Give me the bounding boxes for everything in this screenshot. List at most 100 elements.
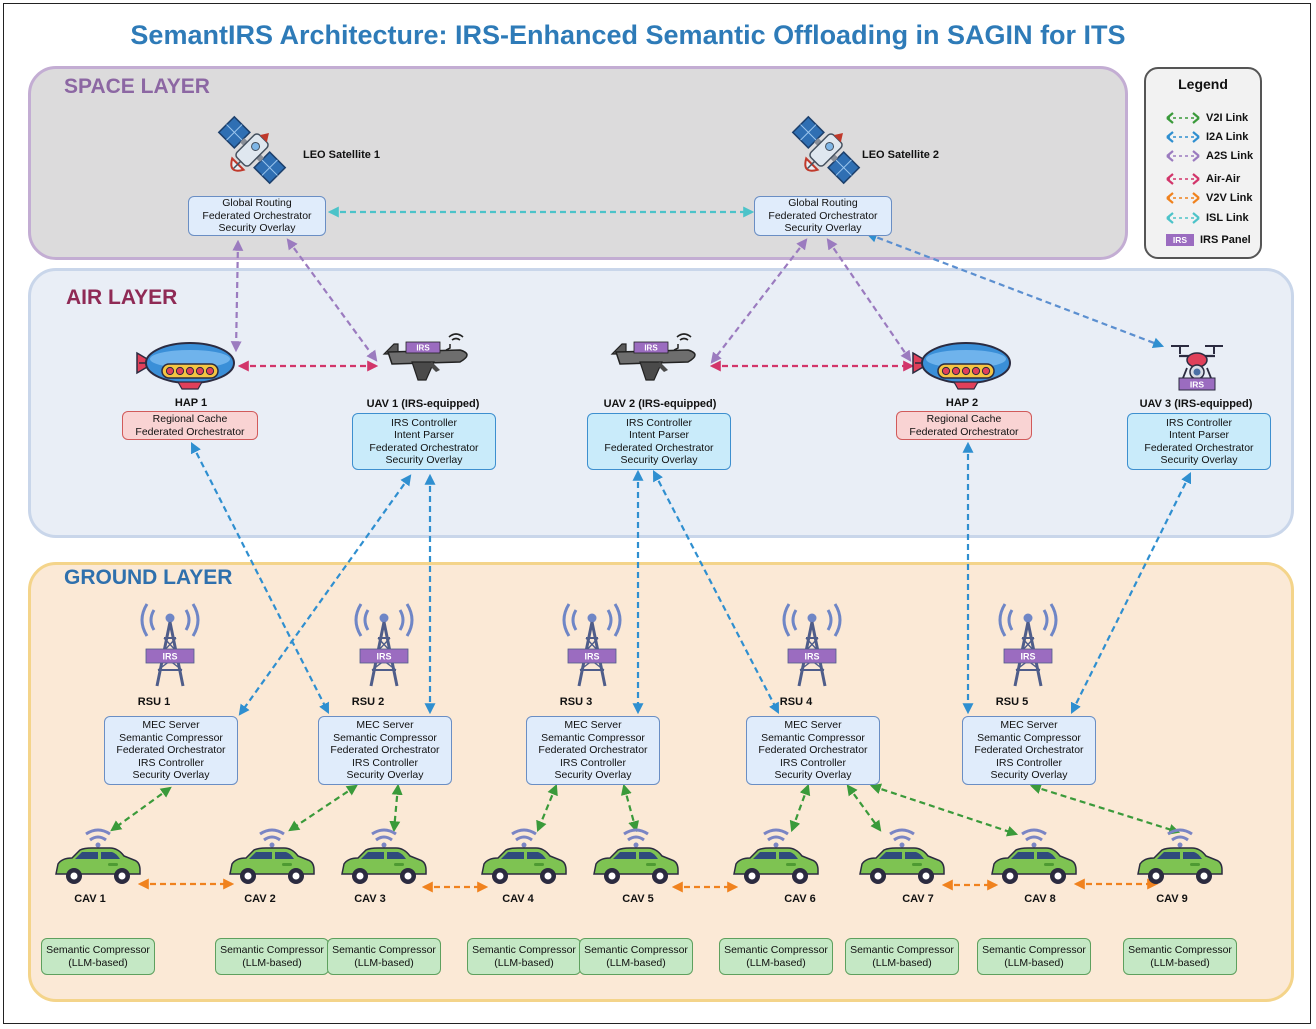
legend-arrow-icon (1166, 173, 1200, 185)
rsu-function-box-line: MEC Server (564, 719, 622, 732)
rsu-function-box-line: Security Overlay (132, 769, 210, 782)
rsu-label: RSU 5 (995, 696, 1029, 708)
cav-function-box-line: Semantic Compressor (220, 944, 324, 956)
connected-car-icon (55, 828, 141, 884)
cav-function-box-line: Semantic Compressor (46, 944, 150, 956)
cav-function-box-line: Semantic Compressor (332, 944, 436, 956)
legend-item-label: A2S Link (1206, 150, 1254, 162)
legend-item: Air-Air (1166, 172, 1240, 186)
uav-function-box-line: Intent Parser (628, 429, 690, 441)
connected-car-icon (733, 828, 819, 884)
rsu-function-box-line: MEC Server (142, 719, 200, 732)
hap-function-box-line: Regional Cache (152, 413, 228, 425)
hap-function-box-line: Federated Orchestrator (135, 425, 245, 438)
cav-label: CAV 7 (902, 893, 934, 905)
hap-label: HAP 1 (174, 397, 208, 409)
v2i-link (789, 783, 811, 833)
v2i-link (110, 786, 172, 832)
rsu-function-box-line: Federated Orchestrator (116, 744, 226, 757)
legend-arrow-icon (1166, 150, 1200, 162)
cav-label: CAV 2 (244, 893, 276, 905)
legend-title: Legend (1178, 76, 1228, 92)
svg-text:IRS: IRS (804, 652, 819, 662)
ground-layer-title: GROUND LAYER (64, 566, 233, 589)
legend-item-label: V2I Link (1206, 112, 1249, 124)
i2a-link (191, 442, 329, 714)
rsu-function-box-line: Semantic Compressor (977, 731, 1081, 744)
connected-car-icon (859, 828, 945, 884)
connected-car-icon (341, 828, 427, 884)
uav-function-box-line: Security Overlay (1160, 454, 1238, 466)
connected-car-icon (229, 828, 315, 884)
irs-panel-icon: IRS (1166, 234, 1194, 246)
rsu-label: RSU 3 (559, 696, 593, 708)
i2a-link (1070, 472, 1192, 714)
diagram-title: SemantIRS Architecture: IRS-Enhanced Sem… (130, 20, 1126, 50)
legend-item-irs: IRS IRS Panel (1166, 233, 1251, 247)
a2s-link (865, 231, 1165, 349)
rsu-function-box-line: MEC Server (1000, 719, 1058, 732)
i2a-link (652, 470, 780, 714)
rsu-function-box-line: Security Overlay (990, 769, 1068, 782)
cav-function-box-line: (LLM-based) (1004, 956, 1064, 969)
hap-label: HAP 2 (945, 397, 979, 409)
cav-function-box: Semantic Compressor(LLM-based) (41, 938, 155, 975)
uav-function-box-line: Intent Parser (1168, 429, 1230, 441)
cav-function-box: Semantic Compressor(LLM-based) (579, 938, 693, 975)
legend-arrow-icon (1166, 212, 1200, 224)
v2i-link (846, 784, 882, 832)
cav-function-box-line: Semantic Compressor (982, 944, 1086, 956)
legend-item: V2V Link (1166, 191, 1252, 205)
legend-arrow-icon (1166, 192, 1200, 204)
uav-function-box-line: IRS Controller (391, 416, 457, 429)
connected-car-icon (593, 828, 679, 884)
legend-item: I2A Link (1166, 130, 1248, 144)
connected-car-icon (991, 828, 1077, 884)
drone-plane-icon: IRS (610, 333, 696, 381)
uav-function-box-line: IRS Controller (1166, 416, 1232, 429)
v2i-link (389, 783, 403, 833)
satellite-function-box-line: Security Overlay (784, 222, 862, 235)
legend-item: V2I Link (1166, 111, 1248, 125)
rsu-function-box-line: MEC Server (784, 719, 842, 732)
satellite-function-box-line: Federated Orchestrator (768, 209, 878, 222)
cav-function-box-line: (LLM-based) (606, 956, 666, 969)
svg-text:IRS: IRS (1190, 380, 1205, 390)
uav-label: UAV 3 (IRS-equipped) (1139, 398, 1253, 410)
rsu-function-box-line: Semantic Compressor (119, 731, 223, 744)
legend-item-label: Air-Air (1206, 173, 1241, 185)
a2s-link (230, 239, 244, 353)
a2s-link (826, 238, 912, 362)
rsu-function-box-line: Security Overlay (774, 769, 852, 782)
cav-function-box-line: (LLM-based) (1150, 956, 1210, 969)
rsu-function-box-line: Semantic Compressor (761, 731, 865, 744)
rsu-function-box-line: IRS Controller (560, 756, 626, 769)
cav-function-box-line: (LLM-based) (68, 956, 128, 969)
cav-function-box: Semantic Compressor(LLM-based) (977, 938, 1091, 975)
hap-function-box-line: Federated Orchestrator (909, 425, 1019, 438)
cell-tower-icon: IRS (354, 603, 414, 687)
rsu-function-box-line: Semantic Compressor (333, 731, 437, 744)
airship-icon (912, 342, 1011, 390)
uav-label: UAV 2 (IRS-equipped) (603, 398, 717, 410)
cav-function-box-line: (LLM-based) (872, 956, 932, 969)
legend-arrow-icon (1166, 131, 1200, 143)
uav-function-box-line: Federated Orchestrator (604, 441, 714, 454)
uav-label: UAV 1 (IRS-equipped) (366, 398, 480, 410)
cav-function-box-line: (LLM-based) (494, 956, 554, 969)
legend-item-label: IRS Panel (1200, 234, 1251, 246)
legend-item: A2S Link (1166, 149, 1253, 163)
v2i-link (621, 783, 639, 833)
uav-function-box-line: Security Overlay (385, 454, 463, 466)
cell-tower-icon: IRS (782, 603, 842, 687)
